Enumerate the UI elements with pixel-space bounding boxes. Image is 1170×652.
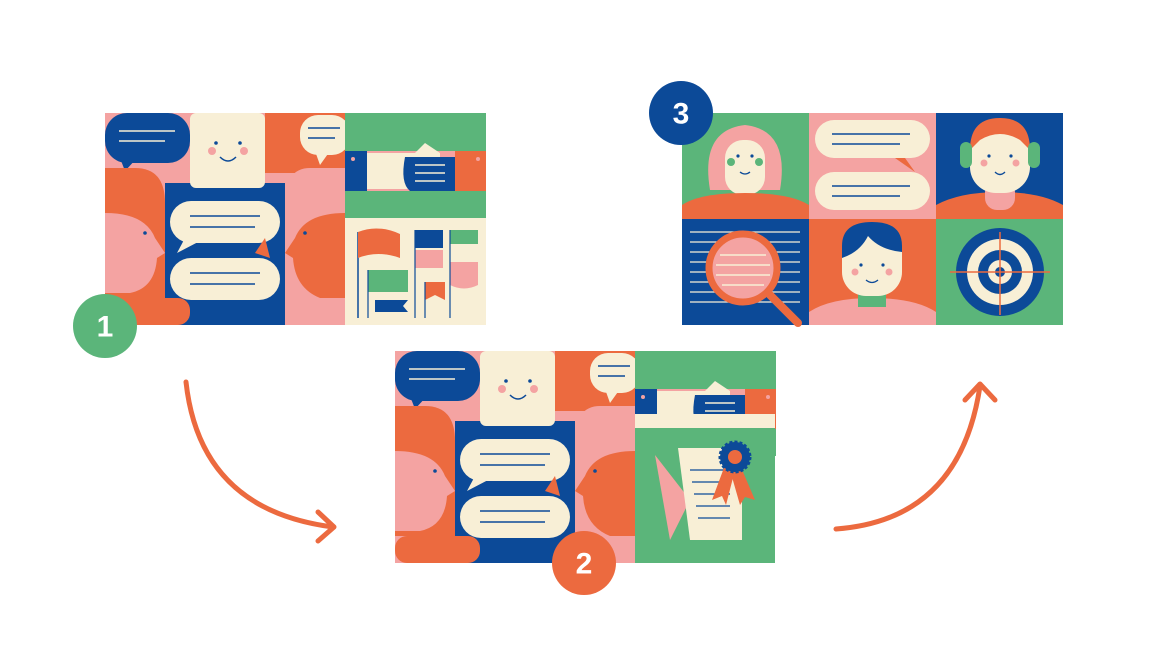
certificate-icon xyxy=(635,414,775,563)
conversation-scene xyxy=(104,112,351,326)
step-badge-2: 2 xyxy=(552,531,616,595)
man-headphones-portrait xyxy=(936,113,1063,219)
target-icon xyxy=(936,219,1063,325)
arrow-step1-to-step2 xyxy=(183,379,337,544)
step-number: 3 xyxy=(673,98,690,131)
chat-bubbles xyxy=(809,113,936,219)
magnifier-icon xyxy=(682,219,809,327)
step-number: 1 xyxy=(97,311,114,344)
boy-portrait xyxy=(809,219,936,325)
conversation-scene xyxy=(394,350,641,564)
step-badge-3: 3 xyxy=(649,81,713,145)
flags-icon xyxy=(345,218,486,325)
arrow-step2-to-step3 xyxy=(833,381,998,532)
step-1-illustration xyxy=(104,112,487,326)
step-2-illustration xyxy=(394,350,777,564)
step-number: 2 xyxy=(576,548,593,581)
step-3-illustration xyxy=(682,113,1063,327)
handshake-icon xyxy=(344,112,487,219)
step-badge-1: 1 xyxy=(73,294,137,358)
